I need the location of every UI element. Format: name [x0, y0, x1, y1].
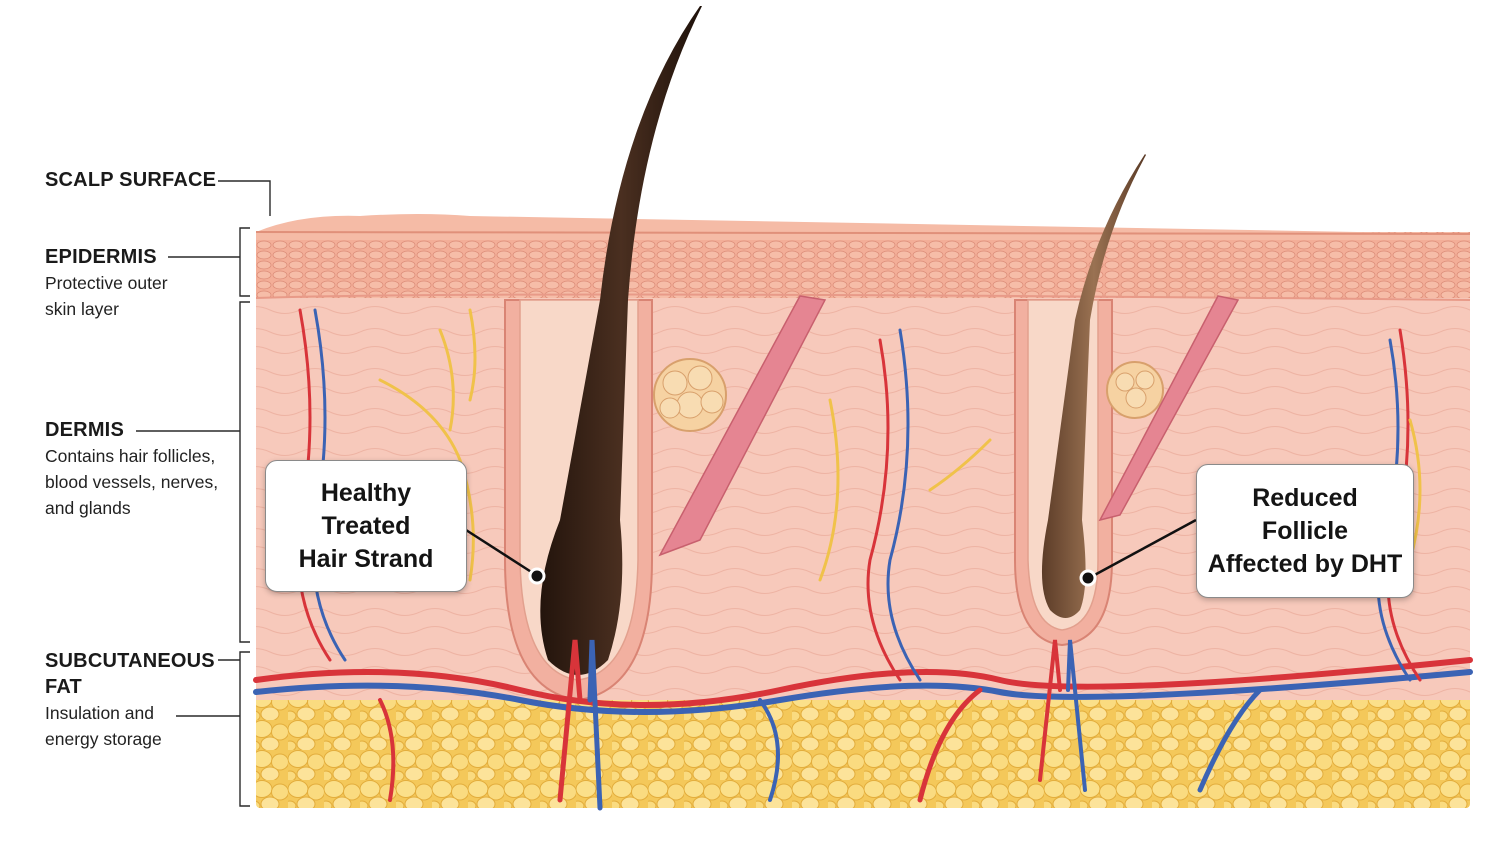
- healthy-follicle: [504, 6, 827, 702]
- dermis-label: DERMIS Contains hair follicles, blood ve…: [45, 417, 218, 521]
- epidermis-label: EPIDERMIS Protective outer skin layer: [45, 244, 168, 322]
- dermis-title: DERMIS: [45, 419, 124, 441]
- arrector-pili-muscle-2: [1098, 295, 1240, 522]
- epidermis-layer: [256, 232, 1470, 298]
- thin-hair-strand: [1041, 154, 1146, 618]
- subcutaneous-fat-title: SUBCUTANEOUS FAT: [45, 650, 215, 698]
- healthy-hair-strand: [540, 6, 702, 675]
- reduced-follicle: [1014, 154, 1240, 647]
- reduced-follicle-callout: Reduced Follicle Affected by DHT: [1196, 464, 1414, 598]
- subcutaneous-fat-label: SUBCUTANEOUS FAT Insulation and energy s…: [45, 648, 235, 752]
- healthy-hair-callout: Healthy Treated Hair Strand: [265, 460, 467, 592]
- scalp-surface-top: [256, 214, 1470, 240]
- scalp-surface-title: SCALP SURFACE: [45, 169, 217, 191]
- scalp-surface-label: SCALP SURFACE: [45, 167, 216, 193]
- epidermis-title: EPIDERMIS: [45, 246, 157, 268]
- arrector-pili-muscle-1: [658, 295, 827, 557]
- layer-bracket-lines: [136, 180, 271, 807]
- subcutaneous-fat-layer: [256, 696, 1470, 808]
- callout-pointers: [465, 518, 1197, 587]
- subcutaneous-fat-description: Insulation and energy storage: [45, 703, 162, 749]
- epidermis-description: Protective outer skin layer: [45, 273, 168, 319]
- dermis-description: Contains hair follicles, blood vessels, …: [45, 446, 219, 518]
